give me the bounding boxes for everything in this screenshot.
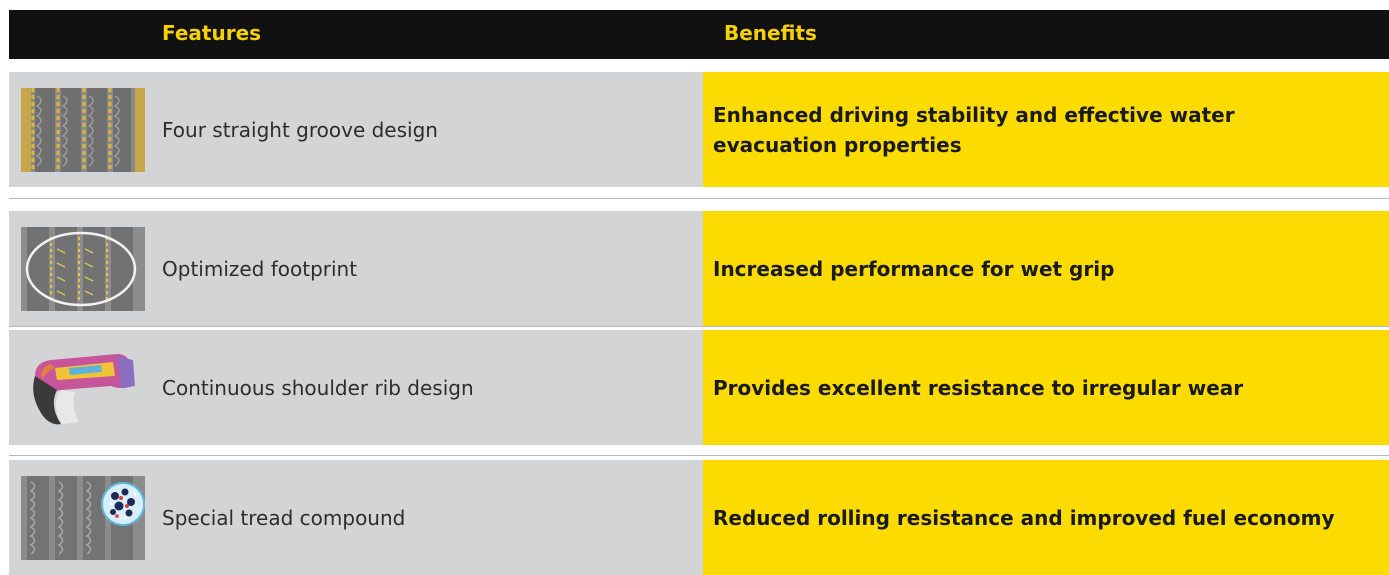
benefits-column-header: Benefits bbox=[724, 21, 817, 45]
benefit-label: Provides excellent resistance to irregul… bbox=[713, 375, 1244, 400]
benefit-cell: Enhanced driving stability and effective… bbox=[703, 72, 1389, 187]
benefit-label: Reduced rolling resistance and improved … bbox=[713, 505, 1335, 530]
row-divider bbox=[9, 326, 1389, 327]
features-column-header: Features bbox=[162, 21, 262, 45]
feature-label: Optimized footprint bbox=[162, 256, 358, 281]
table-row: Four straight groove design Enhanced dri… bbox=[9, 72, 1389, 187]
feature-cell: Four straight groove design bbox=[9, 72, 703, 187]
benefit-label: Enhanced driving stability and effective… bbox=[713, 102, 1235, 157]
tread-compound-molecule-icon bbox=[21, 475, 145, 560]
table-row: Continuous shoulder rib design Provides … bbox=[9, 330, 1389, 445]
benefit-cell: Reduced rolling resistance and improved … bbox=[703, 460, 1389, 575]
footprint-tread-icon bbox=[21, 226, 145, 311]
table-row: Optimized footprint Increased performanc… bbox=[9, 211, 1389, 326]
benefit-cell: Provides excellent resistance to irregul… bbox=[703, 330, 1389, 445]
row-divider bbox=[9, 455, 1389, 456]
feature-cell: Continuous shoulder rib design bbox=[9, 330, 703, 445]
feature-cell: Special tread compound bbox=[9, 460, 703, 575]
benefit-label: Increased performance for wet grip bbox=[713, 256, 1115, 281]
feature-label: Special tread compound bbox=[162, 505, 406, 530]
table-header: Features Benefits bbox=[9, 10, 1389, 59]
shoulder-rib-cross-section-icon bbox=[33, 353, 135, 424]
straight-groove-tread-icon bbox=[21, 87, 145, 172]
feature-label: Four straight groove design bbox=[162, 117, 438, 142]
feature-label: Continuous shoulder rib design bbox=[162, 375, 474, 400]
row-divider bbox=[9, 198, 1389, 199]
table-row: Special tread compound Reduced rolling r… bbox=[9, 460, 1389, 575]
benefit-cell: Increased performance for wet grip bbox=[703, 211, 1389, 326]
feature-cell: Optimized footprint bbox=[9, 211, 703, 326]
